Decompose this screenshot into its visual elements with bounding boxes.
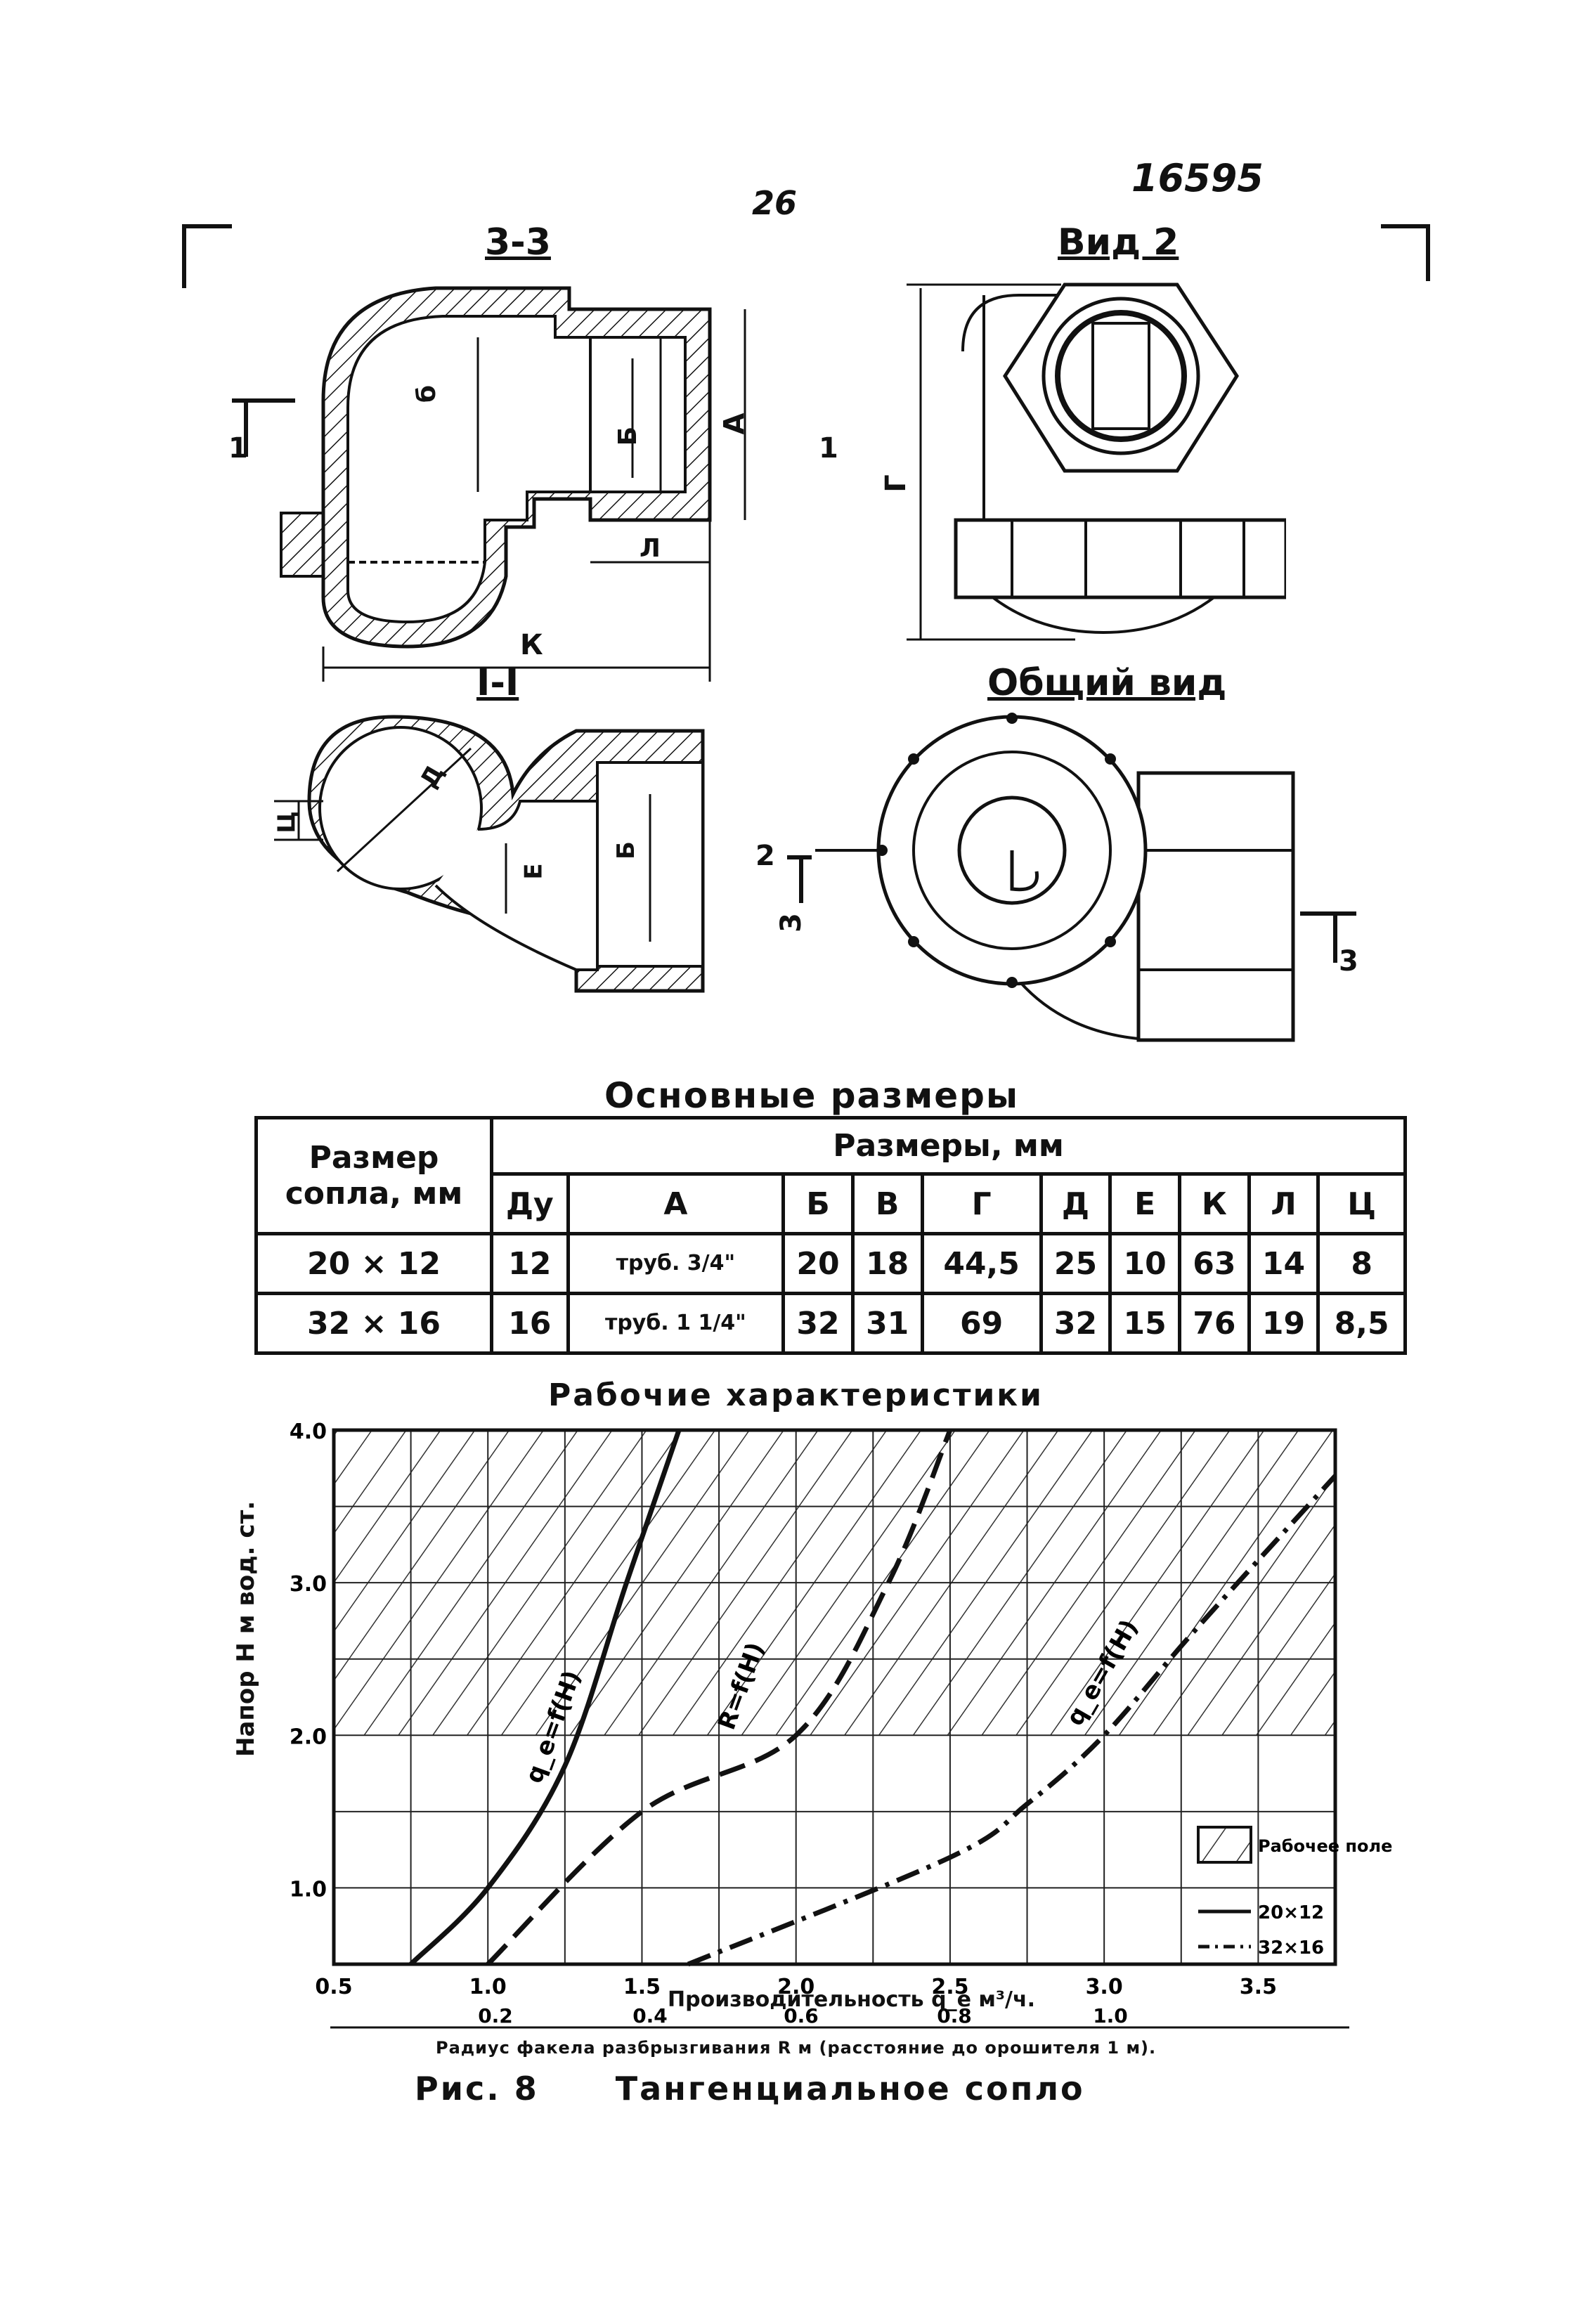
- x-tick-label: 0.5: [315, 1975, 352, 1999]
- x-tick-label: 1.0: [469, 1975, 507, 1999]
- value-cell: 14: [1247, 1232, 1320, 1295]
- legend-label: 32×16: [1258, 1937, 1324, 1959]
- x2-tick-label: 0.6: [784, 2004, 819, 2027]
- page-number: 26: [752, 184, 798, 222]
- corner-marks: [182, 224, 1430, 288]
- section-3-3-title: 3-3: [485, 221, 551, 264]
- value-cell: 31: [850, 1292, 924, 1355]
- row-header: Размер сопла, мм: [254, 1116, 493, 1235]
- value-cell: 15: [1108, 1292, 1181, 1355]
- dim-k: К: [520, 629, 543, 661]
- value-cell: 12: [490, 1232, 570, 1295]
- value-cell: 18: [850, 1232, 924, 1295]
- series-line: [687, 1474, 1337, 1967]
- col-header: Ду: [490, 1172, 570, 1235]
- series-line: [409, 1429, 682, 1966]
- document-number: 16595: [1131, 156, 1264, 200]
- y-tick-label: 3.0: [290, 1572, 327, 1597]
- figure-caption: Рис. 8 Тангенциальное сопло: [415, 2070, 1148, 2108]
- section-1-1-drawing: [274, 715, 705, 993]
- col-header: К: [1178, 1172, 1251, 1235]
- x2-tick-label: 0.4: [632, 2004, 668, 2027]
- legend-label: Рабочее поле: [1258, 1836, 1392, 1856]
- chart-x2-label: Радиус факела разбрызгивания R м (рассто…: [436, 2038, 1157, 2058]
- value-cell: 63: [1178, 1232, 1251, 1295]
- chart-grid: [334, 1430, 1335, 1964]
- chart-y-label: Напор Н м вод. ст.: [232, 1500, 260, 1757]
- section-3-3-drawing: [232, 286, 746, 682]
- marker-3-right: 3: [1339, 945, 1358, 978]
- y-tick-label: 1.0: [290, 1877, 327, 1902]
- value-cell: 19: [1247, 1292, 1320, 1355]
- view-2-title: Вид 2: [1058, 221, 1179, 264]
- table-row: 20 × 12 12 труб. 3/4" 20 18 44,5 25 10 6…: [254, 1232, 1407, 1295]
- value-cell: 20: [781, 1232, 855, 1295]
- value-cell: 32: [1039, 1292, 1112, 1355]
- x2-tick-label: 0.2: [478, 2004, 513, 2027]
- col-header: Е: [1108, 1172, 1181, 1235]
- chart-x-label: Производительность q_e м³/ч.: [668, 1987, 1035, 2012]
- chart-frame: [332, 1428, 1337, 1966]
- col-header: Ц: [1316, 1172, 1407, 1235]
- series-line: [486, 1429, 953, 1966]
- x-tick-label: 3.5: [1240, 1975, 1277, 1999]
- x2-tick-label: 1.0: [1093, 2004, 1128, 2027]
- value-cell: 76: [1178, 1292, 1251, 1355]
- figure-name: Тангенциальное сопло: [615, 2070, 1085, 2108]
- chart-title: Рабочие характеристики: [548, 1377, 1044, 1413]
- value-cell: 8,5: [1316, 1292, 1407, 1355]
- dim-l: Л: [640, 534, 661, 563]
- dimensions-table: Размер сопла, мм Размеры, мм Ду А Б В Г …: [254, 1116, 1407, 1355]
- table-title: Основные размеры: [604, 1075, 1020, 1116]
- col-header: Г: [920, 1172, 1043, 1235]
- value-cell: 44,5: [920, 1232, 1043, 1295]
- marker-1-right: 1: [819, 432, 838, 465]
- y-tick-label: 2.0: [290, 1725, 327, 1749]
- col-header: А: [566, 1172, 786, 1235]
- value-cell: труб. 3/4": [566, 1232, 786, 1295]
- value-cell: 69: [920, 1292, 1043, 1355]
- x-tick-label: 3.0: [1086, 1975, 1123, 1999]
- col-header: Л: [1247, 1172, 1320, 1235]
- value-cell: 16: [490, 1292, 570, 1355]
- col-header: Б: [781, 1172, 855, 1235]
- size-cell: 32 × 16: [254, 1292, 493, 1355]
- table-row: 32 × 16 16 труб. 1 1/4" 32 31 69 32 15 7…: [254, 1292, 1407, 1355]
- value-cell: 10: [1108, 1232, 1181, 1295]
- marker-1-left: 1: [228, 432, 248, 465]
- legend-label: 20×12: [1258, 1902, 1324, 1923]
- value-cell: 25: [1039, 1232, 1112, 1295]
- value-cell: 32: [781, 1292, 855, 1355]
- x-tick-label: 2.0: [777, 1975, 815, 1999]
- x-tick-label: 1.5: [623, 1975, 661, 1999]
- group-header: Размеры, мм: [490, 1116, 1407, 1176]
- view-2-drawing: [907, 283, 1286, 641]
- size-cell: 20 × 12: [254, 1232, 493, 1295]
- y-tick-label: 4.0: [290, 1420, 327, 1444]
- col-header: Д: [1039, 1172, 1112, 1235]
- section-1-1-title: I-I: [476, 662, 519, 704]
- x2-tick-label: 0.8: [937, 2004, 972, 2027]
- value-cell: 8: [1316, 1232, 1407, 1295]
- col-header: В: [850, 1172, 924, 1235]
- figure-number: Рис. 8: [415, 2070, 539, 2108]
- x-tick-label: 2.5: [931, 1975, 968, 1999]
- legend-hatch-swatch: [1197, 1826, 1252, 1864]
- marker-2: 2: [755, 840, 775, 872]
- chart-legend: Рабочее поле 20×12 32×16: [1197, 1826, 1392, 1959]
- general-view-title: Общий вид: [987, 662, 1227, 704]
- general-view-drawing: [787, 713, 1356, 1042]
- value-cell: труб. 1 1/4": [566, 1292, 786, 1355]
